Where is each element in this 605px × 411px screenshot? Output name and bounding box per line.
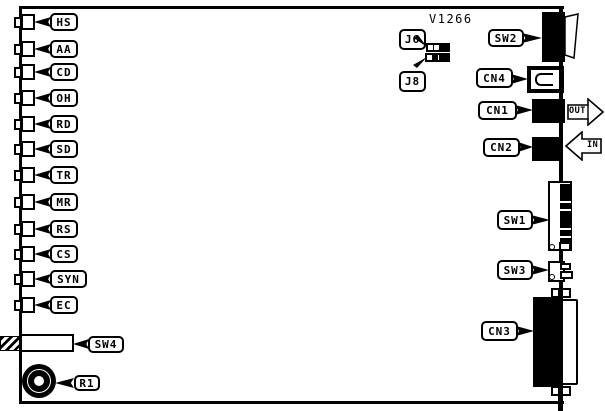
switch-sw3-tab	[560, 271, 573, 279]
pointer	[413, 57, 427, 68]
led-label-rd: RD	[50, 115, 78, 133]
mounting-tab	[551, 386, 560, 396]
led-body	[21, 14, 35, 30]
led-body	[21, 221, 35, 237]
switch-sw3-tab	[560, 263, 571, 270]
led-body	[21, 167, 35, 183]
connector-cn2-body	[532, 137, 563, 161]
pointer	[516, 326, 534, 336]
led-body	[21, 141, 35, 157]
potentiometer-r1-ring	[27, 369, 51, 393]
pointer	[531, 265, 549, 275]
led-label-syn: SYN	[50, 270, 87, 288]
pointer	[55, 378, 74, 388]
switch-sw1-notch	[560, 236, 571, 238]
in-arrow	[565, 131, 602, 161]
mounting-tab	[561, 386, 571, 396]
led-body	[21, 297, 35, 313]
led-label-hs: HS	[50, 13, 78, 31]
connector-cn4-jack	[535, 73, 553, 86]
board-edge-top	[19, 6, 564, 9]
connector-label-cn1: CN1	[478, 101, 517, 120]
switch-sw4-body	[20, 334, 74, 352]
led-body	[21, 90, 35, 106]
pointer	[34, 93, 51, 103]
jumper-pin	[427, 55, 433, 60]
switch-sw1-levers	[560, 184, 571, 242]
pointer	[515, 105, 533, 115]
led-body	[21, 41, 35, 57]
switch-sw2-body	[542, 12, 565, 62]
pointer	[34, 119, 51, 129]
potentiometer-label-r1: R1	[74, 375, 100, 391]
jumper-cap	[439, 55, 448, 60]
jumper-label-j6: J6	[399, 29, 426, 50]
led-body	[21, 116, 35, 132]
jumper-label-j8: J8	[399, 71, 426, 92]
pointer	[34, 249, 51, 259]
pointer	[34, 67, 51, 77]
pointer	[34, 300, 51, 310]
pointer	[34, 224, 51, 234]
jumper-block-j6	[426, 43, 450, 52]
mounting-tab	[561, 288, 571, 298]
screw-hole	[549, 274, 555, 280]
switch-sw1-notch	[560, 228, 571, 230]
potentiometer-r1-shaft	[34, 376, 44, 386]
led-label-cd: CD	[50, 63, 78, 81]
pointer	[34, 170, 51, 180]
out-arrow-label: OUT	[569, 106, 586, 116]
pointer	[511, 74, 528, 84]
connector-label-cn2: CN2	[483, 138, 520, 157]
board-edge-bottom	[19, 401, 564, 404]
led-body	[21, 246, 35, 262]
led-label-tr: TR	[50, 166, 78, 184]
connector-cn3-shell	[561, 299, 578, 385]
connector-cn3-body	[533, 297, 563, 387]
switch-label-sw2: SW2	[488, 29, 524, 47]
switch-sw1-notch	[560, 209, 571, 211]
pointer	[73, 339, 89, 349]
switch-sw1-tab	[559, 242, 571, 251]
bracket-hatch	[0, 336, 20, 351]
mounting-tab	[551, 288, 560, 298]
jumper-cap	[433, 55, 439, 60]
part-number: V1266	[429, 12, 473, 26]
led-label-oh: OH	[50, 89, 78, 107]
pointer	[34, 197, 51, 207]
led-label-aa: AA	[50, 40, 78, 58]
pointer	[34, 17, 51, 27]
pointer	[34, 44, 51, 54]
switch-sw2-lever	[564, 13, 579, 59]
switch-label-sw1: SW1	[497, 210, 533, 230]
led-label-ec: EC	[50, 296, 78, 314]
pointer	[518, 142, 533, 152]
led-label-mr: MR	[50, 193, 78, 211]
jumper-cap	[440, 45, 448, 50]
connector-label-cn4: CN4	[476, 68, 513, 88]
led-body	[21, 64, 35, 80]
led-label-rs: RS	[50, 220, 78, 238]
pointer	[34, 274, 51, 284]
jumper-pin	[428, 45, 434, 50]
in-arrow-label: IN	[587, 140, 599, 150]
pointer	[414, 35, 427, 47]
jumper-block-j8	[425, 53, 450, 62]
out-arrow	[567, 98, 604, 126]
led-label-sd: SD	[50, 140, 78, 158]
led-body	[21, 194, 35, 210]
connector-cn1-body	[532, 99, 565, 123]
switch-label-sw4: SW4	[88, 336, 124, 353]
jumper-pin	[434, 45, 440, 50]
switch-sw1-notch	[560, 201, 571, 203]
switch-label-sw3: SW3	[497, 260, 533, 280]
connector-label-cn3: CN3	[481, 321, 518, 341]
connector-cn3-stub	[558, 385, 563, 411]
screw-hole	[549, 244, 555, 250]
pointer	[522, 33, 542, 43]
led-label-cs: CS	[50, 245, 78, 263]
pointer	[34, 144, 51, 154]
pointer	[531, 215, 550, 225]
led-body	[21, 271, 35, 287]
